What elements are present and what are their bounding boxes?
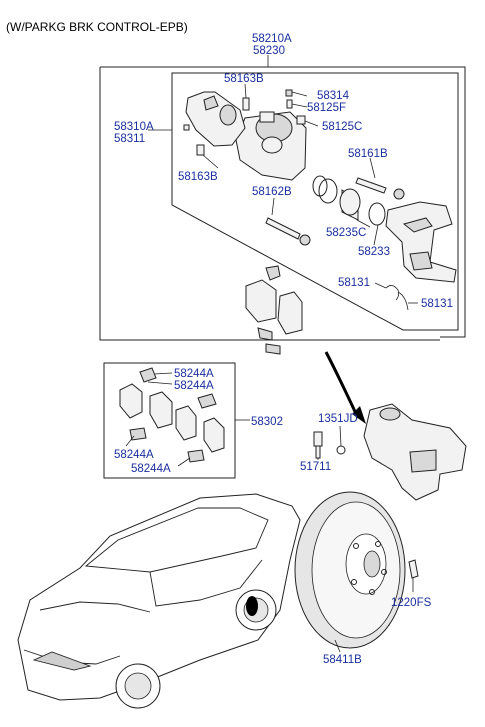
leader-lines bbox=[125, 83, 418, 592]
piston-seal-kit bbox=[312, 175, 386, 226]
callout-58230: 58230 bbox=[253, 45, 285, 57]
caliper-carrier-upper bbox=[185, 91, 246, 147]
caliper-assembly-frame bbox=[99, 55, 466, 341]
vehicle-outline bbox=[17, 493, 301, 709]
callout-58163B-top: 58163B bbox=[224, 73, 264, 85]
pad-springs bbox=[385, 285, 409, 311]
callout-58235C: 58235C bbox=[326, 227, 366, 239]
callout-58131-a: 58131 bbox=[338, 277, 370, 289]
callout-58210A: 58210A bbox=[252, 33, 292, 45]
callout-58244A-4: 58244A bbox=[131, 463, 171, 475]
caliper-body bbox=[235, 111, 307, 181]
callout-51711: 51711 bbox=[300, 461, 331, 473]
callout-1351JD: 1351JD bbox=[318, 413, 358, 425]
brake-disc bbox=[294, 491, 419, 653]
callout-58311: 58311 bbox=[114, 133, 145, 145]
callout-58244A-1: 58244A bbox=[174, 368, 214, 380]
pad-kit-box bbox=[103, 362, 250, 479]
callout-58244A-3: 58244A bbox=[114, 449, 154, 461]
callout-58310A: 58310A bbox=[114, 121, 154, 133]
callout-58244A-2: 58244A bbox=[174, 380, 214, 392]
assembly-arrow bbox=[324, 351, 366, 424]
callout-58163B-left: 58163B bbox=[178, 171, 218, 183]
callout-58302: 58302 bbox=[251, 416, 283, 428]
pad-set-upper bbox=[245, 265, 303, 355]
mount-bolt bbox=[313, 431, 346, 459]
diagram-title: (W/PARKG BRK CONTROL-EPB) bbox=[6, 20, 188, 34]
callout-58125C: 58125C bbox=[322, 121, 362, 133]
callout-labels: 58210A 58230 58163B 58314 58125F 58125C … bbox=[114, 33, 453, 666]
callout-58125F: 58125F bbox=[307, 102, 346, 114]
caliper-assembled bbox=[363, 403, 467, 501]
callout-58411B: 58411B bbox=[323, 654, 362, 666]
callout-58162B: 58162B bbox=[252, 186, 292, 198]
callout-58314: 58314 bbox=[317, 90, 350, 102]
callout-58161B: 58161B bbox=[348, 148, 388, 160]
callout-58131-b: 58131 bbox=[421, 298, 453, 310]
guide-pins bbox=[265, 177, 405, 246]
caliper-bracket bbox=[385, 201, 457, 283]
callout-58233: 58233 bbox=[358, 246, 390, 258]
callout-1220FS: 1220FS bbox=[391, 597, 432, 609]
